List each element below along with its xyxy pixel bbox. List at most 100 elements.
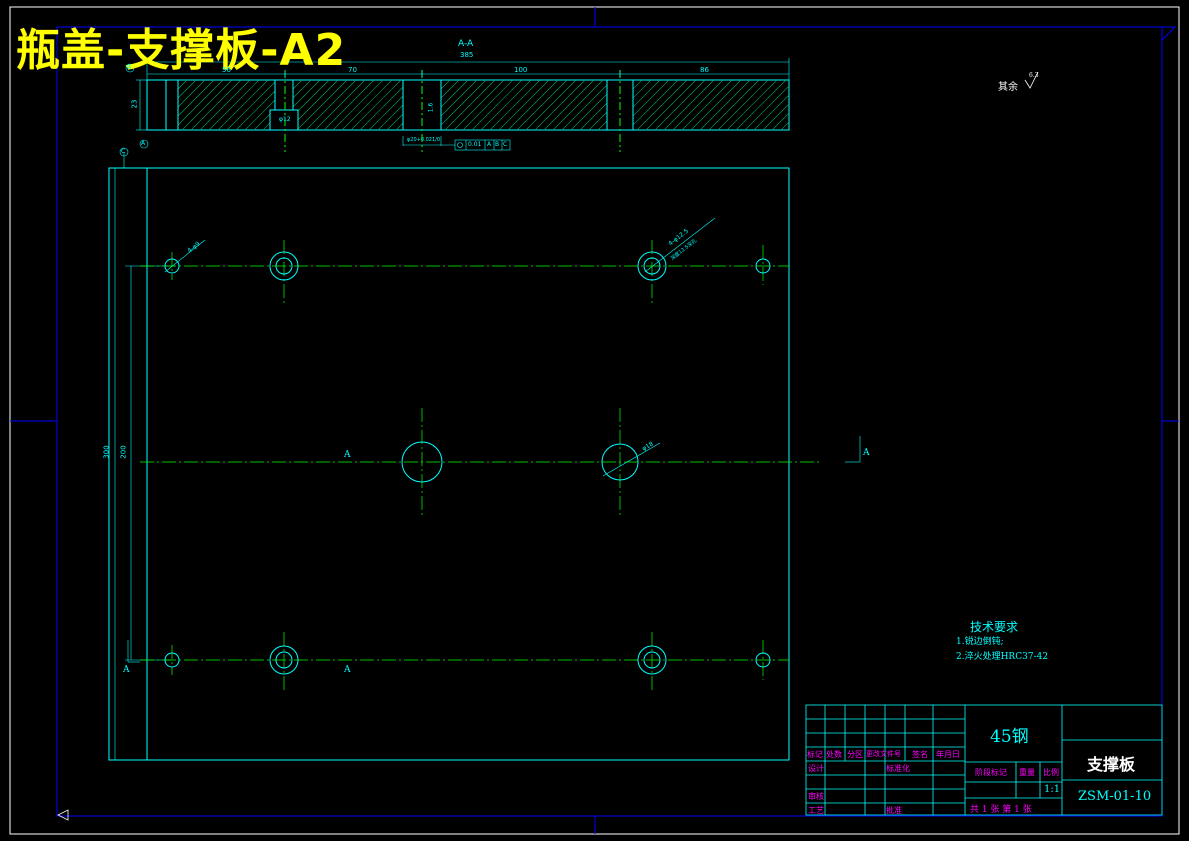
hatch-line [561,84,608,131]
hdr-change-doc: 更改文件号 [866,750,901,758]
hatch-line [440,79,469,108]
hatch-line [190,79,242,131]
tech-req-heading: 技术要求 [970,620,1019,634]
hatch-line [762,103,790,131]
hatch-line [632,79,670,117]
hatch-line [744,85,790,131]
dim-300: 300 [102,445,111,459]
hatch-line [440,79,487,126]
hatch-line [681,79,733,131]
hatch-line [350,79,402,131]
lbl-stage: 阶段标记 [975,768,1007,777]
section-view [125,58,790,152]
tech-req-item-1: 1.锐边倒钝; [956,637,1004,647]
part-name: 支撑板 [1087,755,1136,774]
hatch-line [507,79,559,131]
hatch-line [177,79,197,99]
section-label: A-A [458,39,474,49]
hatch-line [632,79,679,126]
section-roughness: 1.6 [427,102,435,113]
hatch-line [292,79,339,126]
hdr-count: 处数 [826,750,842,759]
overall-dim: 385 [460,51,474,59]
hatch-line [444,79,496,131]
lbl-scale: 比例 [1043,768,1059,777]
hatch-line [235,90,276,131]
hatch-line [708,79,760,131]
hatch-line [208,79,260,131]
hatch-line [588,111,608,131]
hatch-line [771,112,790,131]
hatch-line [292,79,321,108]
hatch-line [480,79,532,131]
hatch-line [395,122,404,131]
hatch-line [672,79,724,131]
hatch-line [632,79,661,108]
datum-a: A [141,140,146,147]
hatch-line [579,102,608,131]
hatch-line [690,79,742,131]
hatch-line [489,79,541,131]
lbl-standardize: 标准化 [886,764,910,773]
lbl-weight: 重量 [1019,768,1035,777]
hatch-line [386,113,404,131]
drawing-number: ZSM-01-10 [1078,789,1152,804]
datum-b: B [127,64,132,71]
hatch-line [525,79,577,131]
cut-mark-1: A [344,450,351,460]
seg-dim-1: 56 [222,66,231,74]
hdr-mark: 标记 [807,750,823,759]
hatch-line [597,120,608,131]
drawing-title: 瓶盖-支撑板-A2 [16,25,347,76]
hatch-line [498,79,550,131]
hatch-line [377,104,404,131]
hatch-line [359,86,404,131]
tol-ref-b: B [495,141,500,148]
hatch-line [217,79,269,131]
hatch-line [181,79,233,131]
hatch-line [177,79,206,108]
thickness-dim: 23 [130,99,139,109]
hatch-line [753,94,790,131]
dim-200: 200 [119,445,128,459]
hatch-line [654,79,706,131]
hatch-line [296,79,348,131]
hatch-line [226,81,276,131]
hatch-line [368,95,404,131]
lbl-design: 设计 [808,764,824,773]
tol-ref-c: C [503,141,508,148]
hatch-line [244,99,276,131]
hatch-line [699,79,751,131]
plan-view [108,147,861,761]
hatch-line [663,79,715,131]
section-hole-note: φ12 [279,116,291,123]
hatch-line [552,79,604,131]
hatch-line [440,79,478,117]
hatch-line [323,79,375,131]
hatch-line [735,79,787,131]
hatch-line [453,79,505,131]
hdr-sign: 签名 [912,750,928,759]
datum-c: C [121,148,126,155]
hatch-line [341,79,393,131]
cut-mark-3: A [123,665,130,675]
sheet-frame [9,6,1180,835]
hatch-line [199,79,251,131]
hdr-date: 年月日 [936,750,960,759]
hatch-line [440,79,451,90]
tech-req-item-2: 2.淬火处理HRC37-42 [956,652,1049,662]
hatch-line [471,79,523,131]
hatch-line [516,79,568,131]
hatch-line [292,79,330,117]
hatch-line [636,79,688,131]
hatch-line [332,79,384,131]
seg-dim-4: 86 [700,66,709,74]
lbl-process: 工艺 [808,806,824,815]
hatch-line [314,79,366,131]
hatch-line [292,79,312,99]
hatch-line [780,121,790,131]
hatch-line [534,79,586,131]
position-tolerance: 0.01 [468,141,482,148]
lbl-review: 审核 [808,792,824,801]
roughness-label: 其余 [998,82,1018,93]
